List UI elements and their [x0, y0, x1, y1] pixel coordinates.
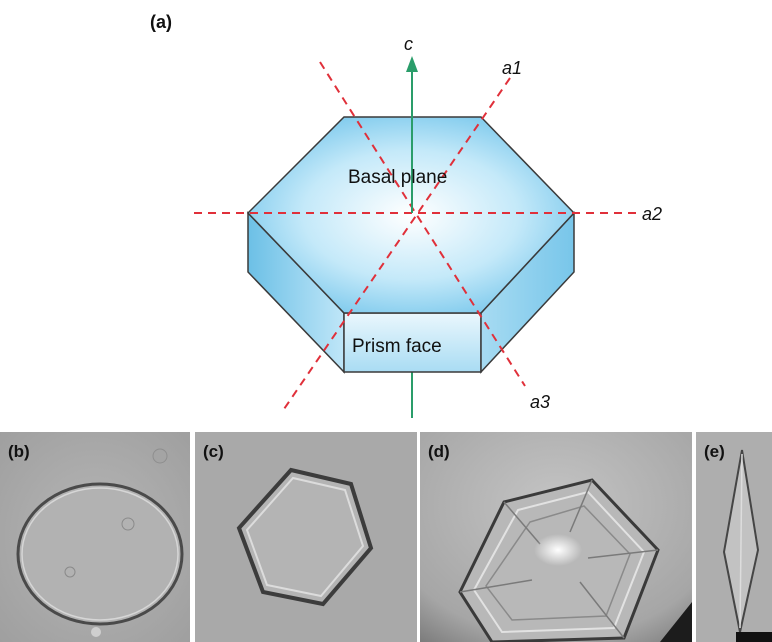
a3-axis — [319, 61, 526, 387]
scale-bar — [736, 632, 772, 642]
panel-b-label: (b) — [8, 442, 30, 461]
crystal-diagram: (a) c a1 a2 a3 Basal pla — [150, 12, 662, 418]
droplet — [16, 482, 184, 626]
panel-d-label: (d) — [428, 442, 450, 461]
a1-axis — [281, 77, 511, 413]
micrograph-e: (e) — [696, 432, 772, 642]
micrograph-d: (d) — [420, 432, 692, 642]
a1-axis-label: a1 — [502, 58, 522, 78]
basal-plane — [246, 116, 576, 314]
micrograph-c: (c) — [195, 432, 417, 642]
c-axis-label: c — [404, 34, 413, 54]
panel-e-label: (e) — [704, 442, 725, 461]
panel-a-label: (a) — [150, 12, 172, 32]
c-axis-arrow-icon — [406, 56, 418, 72]
hexagonal-plate — [236, 467, 374, 607]
micrograph-row: (b) (c) — [0, 432, 772, 642]
a3-axis-label: a3 — [530, 392, 550, 412]
a2-axis-label: a2 — [642, 204, 662, 224]
a-axes — [194, 61, 636, 413]
prism-face-label: Prism face — [352, 336, 442, 357]
basal-plane-label: Basal plane — [348, 167, 447, 188]
micrograph-b: (b) — [0, 432, 190, 642]
panel-c-label: (c) — [203, 442, 224, 461]
